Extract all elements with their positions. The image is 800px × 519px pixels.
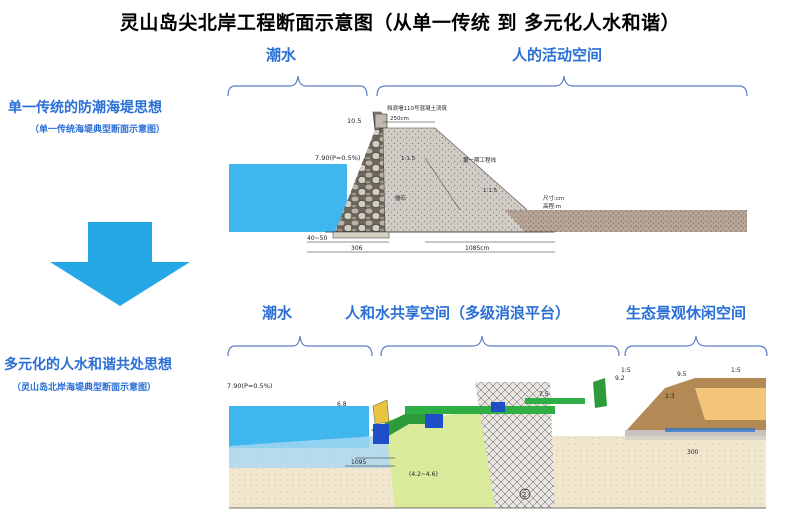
top-braces <box>227 75 748 97</box>
harmonious-seawall-section: 7.90(P=0.5%) 6.8 7.5 9.2 9.5 1:5 1:5 1:3… <box>227 367 766 509</box>
slope-1-3-label: 1:3 <box>665 393 675 400</box>
wave-wall-note: 挡浪墙110号混凝土浇筑 <box>387 104 447 112</box>
bottom-water-level-label: 7.90(P=0.5%) <box>227 382 272 390</box>
elev-9-2-label: 9.2 <box>615 375 625 382</box>
slope-1-5-label-b: 1:5 <box>731 367 741 374</box>
elev-9-5-label: 9.5 <box>677 371 687 378</box>
top-left-subtitle: （单一传统海堤典型断面示意图） <box>30 125 166 135</box>
width-250-label: 250cm <box>390 116 409 122</box>
top-left-title: 单一传统的防潮海堤思想 <box>8 100 162 116</box>
bottom-label-shared-space: 人和水共享空间（多级消浪平台） <box>345 304 571 322</box>
stone-label: 抛石 <box>395 194 407 202</box>
top-label-human-space: 人的活动空间 <box>512 46 603 64</box>
sea-water <box>229 164 347 232</box>
bottom-braces <box>227 335 768 357</box>
circle-2-label: 2 <box>522 491 526 499</box>
dim-40-50-label: 40~50 <box>307 235 327 242</box>
slope-label-1: 1:1.5 <box>401 156 416 162</box>
range-label: (4.2~4.6) <box>409 471 438 478</box>
elev-7-5-label: 7.5 <box>539 391 549 398</box>
slope-label-2: 1:1.5 <box>483 188 498 194</box>
top-label-tide: 潮水 <box>266 46 297 64</box>
construction-line-label: 第一期工程线 <box>463 156 497 164</box>
down-arrow-icon <box>50 222 190 306</box>
bottom-left-subtitle: （灵山岛北岸海堤典型断面示意图） <box>12 383 157 393</box>
land-sand <box>505 210 747 232</box>
bottom-label-tide: 潮水 <box>262 304 293 322</box>
traditional-seawall-section: 10.5 挡浪墙110号混凝土浇筑 250cm 7.90(P=0.5%) 1:1… <box>229 104 747 253</box>
dim-1095-label: 1095 <box>351 459 366 466</box>
design-water-level-label: 7.90(P=0.5%) <box>315 154 360 162</box>
dim-300-label: 300 <box>687 449 699 456</box>
dim-1085-label: 1085cm <box>465 245 490 252</box>
elev-6-8-label: 6.8 <box>337 401 347 408</box>
dim-306-label: 306 <box>351 245 363 252</box>
elev-top-label: 10.5 <box>347 117 361 125</box>
slope-1-5-label-a: 1:5 <box>621 367 631 374</box>
rock-revetment <box>335 128 387 232</box>
unit-size-label: 尺寸:cm <box>543 194 564 202</box>
page-title: 灵山岛尖北岸工程断面示意图（从单一传统 到 多元化人水和谐） <box>119 12 681 34</box>
unit-elevation-label: 高程:m <box>543 202 561 210</box>
bottom-label-eco-space: 生态景观休闲空间 <box>626 304 747 322</box>
bottom-left-title: 多元化的人水和谐共处思想 <box>4 357 172 373</box>
